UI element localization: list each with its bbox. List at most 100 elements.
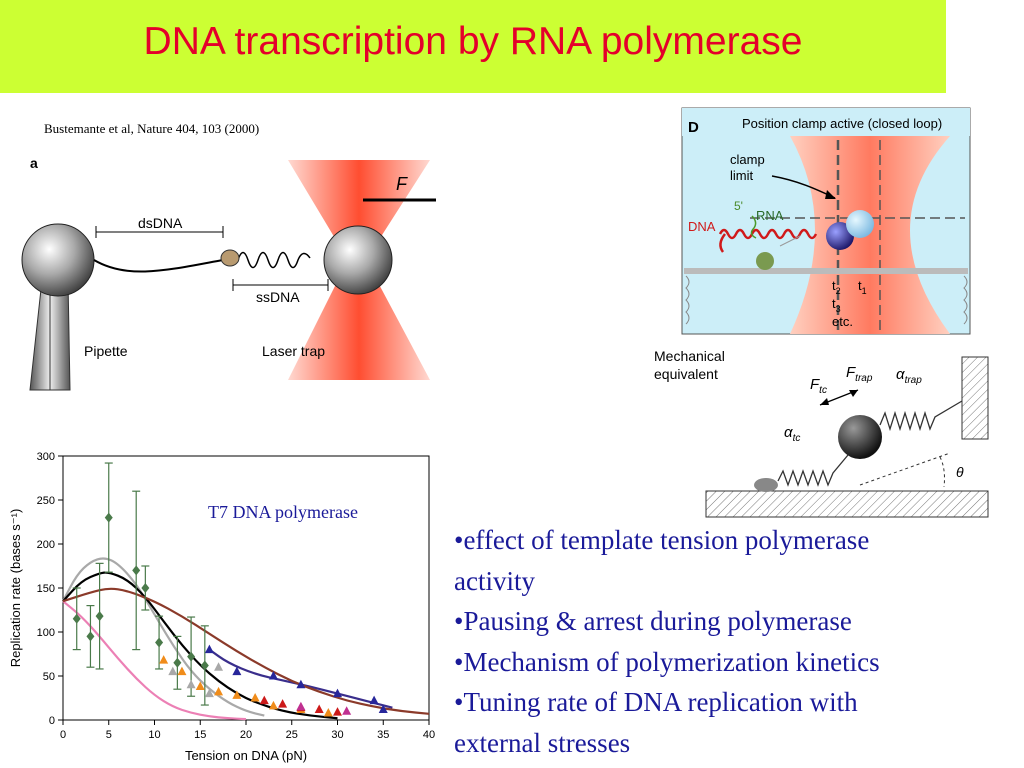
bullet-line: •effect of template tension polymerase <box>454 525 870 555</box>
bullet-line: external stresses <box>454 727 631 758</box>
f-trap-label: Ftrap <box>846 364 873 384</box>
data-point <box>268 700 278 710</box>
data-point <box>177 666 187 676</box>
x-tick-label: 20 <box>240 729 252 741</box>
ssdna-coil <box>237 251 311 269</box>
y-axis-label: Replication rate (bases s⁻¹) <box>8 509 23 668</box>
x-tick-label: 15 <box>194 729 206 741</box>
data-point <box>187 651 196 662</box>
rna-strand <box>750 215 757 239</box>
data-point <box>95 611 104 622</box>
trap-ball <box>838 415 882 459</box>
bullet-line: •Mechanism of polymerization kinetics <box>454 646 880 677</box>
panel-d-header-bg <box>682 108 970 136</box>
x-tick-label: 5 <box>106 729 112 741</box>
data-point <box>141 583 150 593</box>
t2-label: t2 <box>832 278 841 296</box>
data-point <box>314 704 324 713</box>
mechanical-label-2: equivalent <box>654 366 718 382</box>
data-point <box>204 688 214 698</box>
data-point <box>232 690 242 699</box>
data-point <box>369 695 379 705</box>
trap-bead <box>323 225 393 295</box>
y-tick-label: 100 <box>37 627 55 639</box>
mechanical-label-1: Mechanical <box>654 348 725 364</box>
dna-tether <box>93 259 224 273</box>
force-label: F <box>396 174 408 194</box>
fit-curve <box>62 571 338 720</box>
data-point <box>86 631 95 642</box>
data-point <box>168 666 178 676</box>
data-point <box>214 686 224 696</box>
dna-label: DNA <box>688 219 716 234</box>
fit-curve <box>62 600 247 721</box>
x-axis-label: Tension on DNA (pN) <box>185 748 307 763</box>
alpha-tc-label: αtc <box>784 424 800 444</box>
t1-label: t1 <box>858 278 867 296</box>
panel-d-diagram: D Position clamp active (closed loop) cl… <box>681 107 971 335</box>
y-tick-label: 300 <box>37 451 55 463</box>
data-point <box>155 637 164 648</box>
chart-plot-area <box>62 455 430 721</box>
citation: Bustemante et al, Nature 404, 103 (2000) <box>44 121 260 136</box>
data-point <box>250 693 260 702</box>
data-point <box>173 657 182 668</box>
pipette-label: Pipette <box>84 343 128 359</box>
data-point <box>195 681 205 691</box>
data-point <box>378 704 388 713</box>
etc-label: etc. <box>832 314 853 329</box>
y-tick-label: 250 <box>37 495 55 507</box>
wall <box>961 356 989 440</box>
chart-annotation: T7 DNA polymerase <box>208 502 358 522</box>
fit-curve <box>208 648 393 709</box>
data-point <box>278 699 288 708</box>
bullet-line: •Tuning rate of DNA replication with <box>454 687 858 717</box>
data-point <box>232 666 242 676</box>
t3-label: t3 <box>832 296 841 314</box>
bead-t1 <box>846 210 874 238</box>
data-point <box>296 679 306 689</box>
dsdna-label: dsDNA <box>138 215 183 231</box>
bullet-line: activity <box>454 565 535 596</box>
panel-d-header: Position clamp active (closed loop) <box>742 116 942 131</box>
rna-label: RNA <box>756 208 784 223</box>
x-tick-label: 0 <box>60 729 66 741</box>
five-prime-label: 5' <box>734 199 743 213</box>
laser-trap-label: Laser trap <box>262 343 325 359</box>
pipette-bead <box>21 223 95 297</box>
y-tick-label: 200 <box>37 539 55 551</box>
data-point <box>333 688 342 698</box>
data-point <box>214 662 224 671</box>
polymerase <box>220 249 240 267</box>
data-point <box>204 644 214 654</box>
y-tick-label: 150 <box>37 583 55 595</box>
data-point <box>296 701 306 711</box>
x-tick-label: 40 <box>423 729 435 741</box>
mechanical-equivalent-diagram: Mechanical equivalent θ Ftc Ftrap αtrap … <box>654 348 989 518</box>
clamp-beam <box>790 136 950 334</box>
alpha-trap-label: αtrap <box>896 366 922 386</box>
x-tick-label: 30 <box>331 729 343 741</box>
clamp-limit-label-2: limit <box>730 168 753 183</box>
data-point <box>72 613 81 624</box>
polymerase-blob <box>754 478 778 492</box>
slide-title: DNA transcription by RNA polymerase <box>143 20 803 63</box>
x-tick-label: 10 <box>148 729 160 741</box>
ssdna-label: ssDNA <box>256 289 300 305</box>
substrate <box>705 490 989 518</box>
data-point <box>323 707 333 717</box>
spring-trap <box>879 400 963 432</box>
data-point <box>186 679 196 689</box>
data-point <box>159 655 169 664</box>
title-bar <box>0 0 946 93</box>
data-point <box>104 512 113 523</box>
x-tick-label: 25 <box>286 729 298 741</box>
bullet-line: •Pausing & arrest during polymerase <box>454 606 852 636</box>
panel-a-letter: a <box>30 155 38 171</box>
coverslip <box>684 268 968 274</box>
dna-strand <box>718 228 818 240</box>
y-tick-label: 0 <box>49 715 55 727</box>
spring-tc <box>777 454 849 487</box>
data-point <box>333 707 342 716</box>
